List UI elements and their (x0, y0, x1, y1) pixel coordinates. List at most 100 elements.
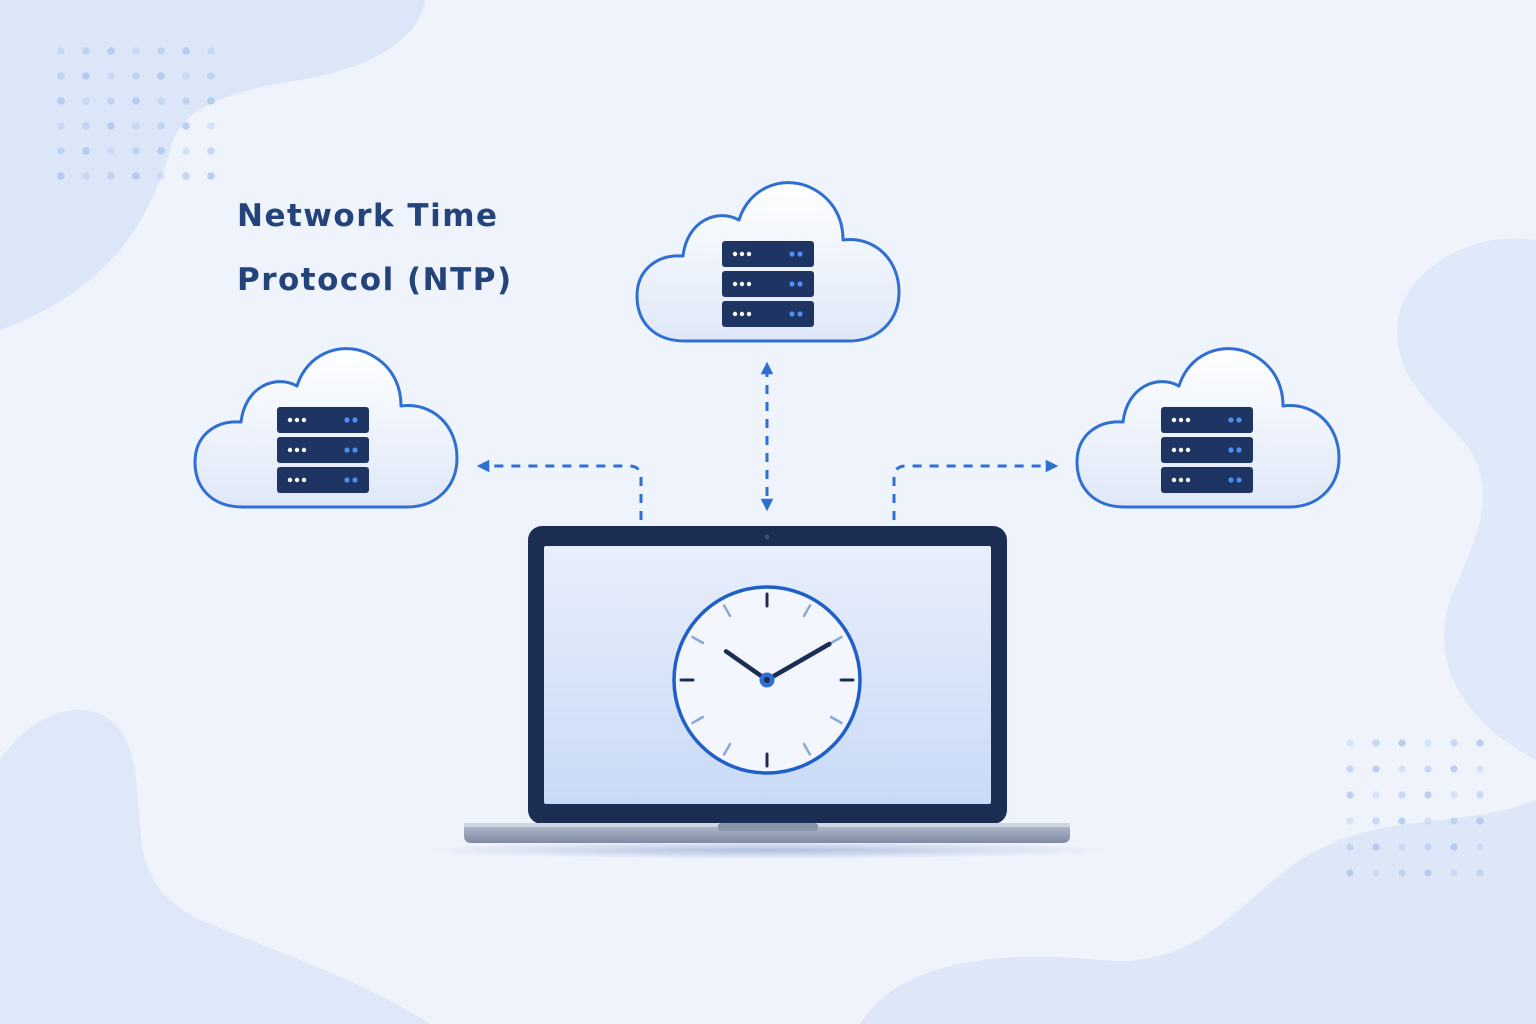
decor-dot (1372, 739, 1380, 747)
decor-dot (132, 97, 140, 105)
decor-dot (107, 72, 115, 80)
decor-dot (1346, 791, 1354, 799)
decor-dot (132, 47, 140, 55)
decor-dot (1398, 843, 1406, 851)
clock-tick (829, 635, 843, 645)
decor-dot (1424, 791, 1432, 799)
cloud-server-left (193, 347, 459, 509)
decor-dot (132, 147, 140, 155)
clock-tick (802, 604, 812, 618)
decor-dot (82, 97, 90, 105)
decor-dot (207, 122, 215, 130)
decor-dot (1450, 843, 1458, 851)
server-rack-icon (277, 407, 369, 493)
decor-dot (82, 47, 90, 55)
decor-dot (57, 72, 65, 80)
decor-dot (1398, 869, 1406, 877)
decor-dot (1476, 843, 1484, 851)
server-rack-icon (1161, 407, 1253, 493)
decor-dot (1346, 843, 1354, 851)
decor-dot (1398, 817, 1406, 825)
decor-dot (1476, 765, 1484, 773)
decor-dot (1346, 765, 1354, 773)
clock-tick (691, 715, 705, 725)
decor-dot (1450, 869, 1458, 877)
arrow-icon (476, 459, 643, 520)
decor-dot (1476, 739, 1484, 747)
clock-tick (722, 742, 732, 756)
decor-dot (107, 47, 115, 55)
decor-dot (1450, 739, 1458, 747)
decor-dot (182, 72, 190, 80)
decor-dot (132, 122, 140, 130)
decor-dot (1398, 765, 1406, 773)
decor-dot (1372, 869, 1380, 877)
decor-dot (107, 122, 115, 130)
decor-dot (207, 97, 215, 105)
decor-dot (82, 122, 90, 130)
connection-arrows (476, 361, 1059, 520)
clock-tick (802, 742, 812, 756)
decor-dot (182, 172, 190, 180)
decor-dot (1450, 817, 1458, 825)
dot-grid-bottom-right (1346, 739, 1484, 877)
decor-dot (1424, 843, 1432, 851)
decor-dot (1476, 791, 1484, 799)
decor-dot (1346, 739, 1354, 747)
decor-dot (1424, 739, 1432, 747)
decor-dot (182, 47, 190, 55)
decor-dot (1450, 791, 1458, 799)
clock-minute-hand (764, 641, 832, 683)
decor-dot (1372, 843, 1380, 851)
decor-dot (1398, 739, 1406, 747)
decor-dot (157, 72, 165, 80)
decor-dot (107, 97, 115, 105)
decor-dot (207, 72, 215, 80)
decor-dot (82, 147, 90, 155)
dot-grid-top-left (57, 47, 215, 180)
decor-dot (132, 72, 140, 80)
decor-dot (207, 172, 215, 180)
decor-dot (82, 172, 90, 180)
decor-dot (1476, 869, 1484, 877)
clock-ticks (679, 592, 855, 768)
decor-dot (182, 122, 190, 130)
clock-hour-hand (723, 649, 770, 683)
decor-dot (157, 172, 165, 180)
decor-dot (157, 97, 165, 105)
decor-dot (1346, 817, 1354, 825)
clock-tick (722, 604, 732, 618)
decor-dot (207, 147, 215, 155)
decor-dot (57, 122, 65, 130)
decor-dot (207, 47, 215, 55)
decor-dot (157, 47, 165, 55)
decor-dot (107, 172, 115, 180)
decor-dot (82, 72, 90, 80)
title-line-2: Protocol (NTP) (237, 262, 513, 298)
decor-dot (1372, 791, 1380, 799)
clock-tick (829, 715, 843, 725)
decor-dot (1346, 869, 1354, 877)
clock-icon (672, 585, 862, 775)
title-line-1: Network Time (237, 198, 499, 234)
decor-dot (1450, 765, 1458, 773)
decor-dot (1372, 817, 1380, 825)
server-rack-icon (722, 241, 814, 327)
decor-dot (57, 172, 65, 180)
decor-dot (132, 172, 140, 180)
decor-dot (57, 147, 65, 155)
decor-dot (1424, 765, 1432, 773)
decor-dot (1424, 817, 1432, 825)
decor-dot (1372, 765, 1380, 773)
cloud-server-right (1075, 347, 1341, 509)
decor-dot (157, 147, 165, 155)
decor-dot (57, 47, 65, 55)
clock-tick (691, 635, 705, 645)
decor-dot (107, 147, 115, 155)
decor-dot (57, 97, 65, 105)
decor-dot (1398, 791, 1406, 799)
arrow-icon (892, 459, 1059, 520)
